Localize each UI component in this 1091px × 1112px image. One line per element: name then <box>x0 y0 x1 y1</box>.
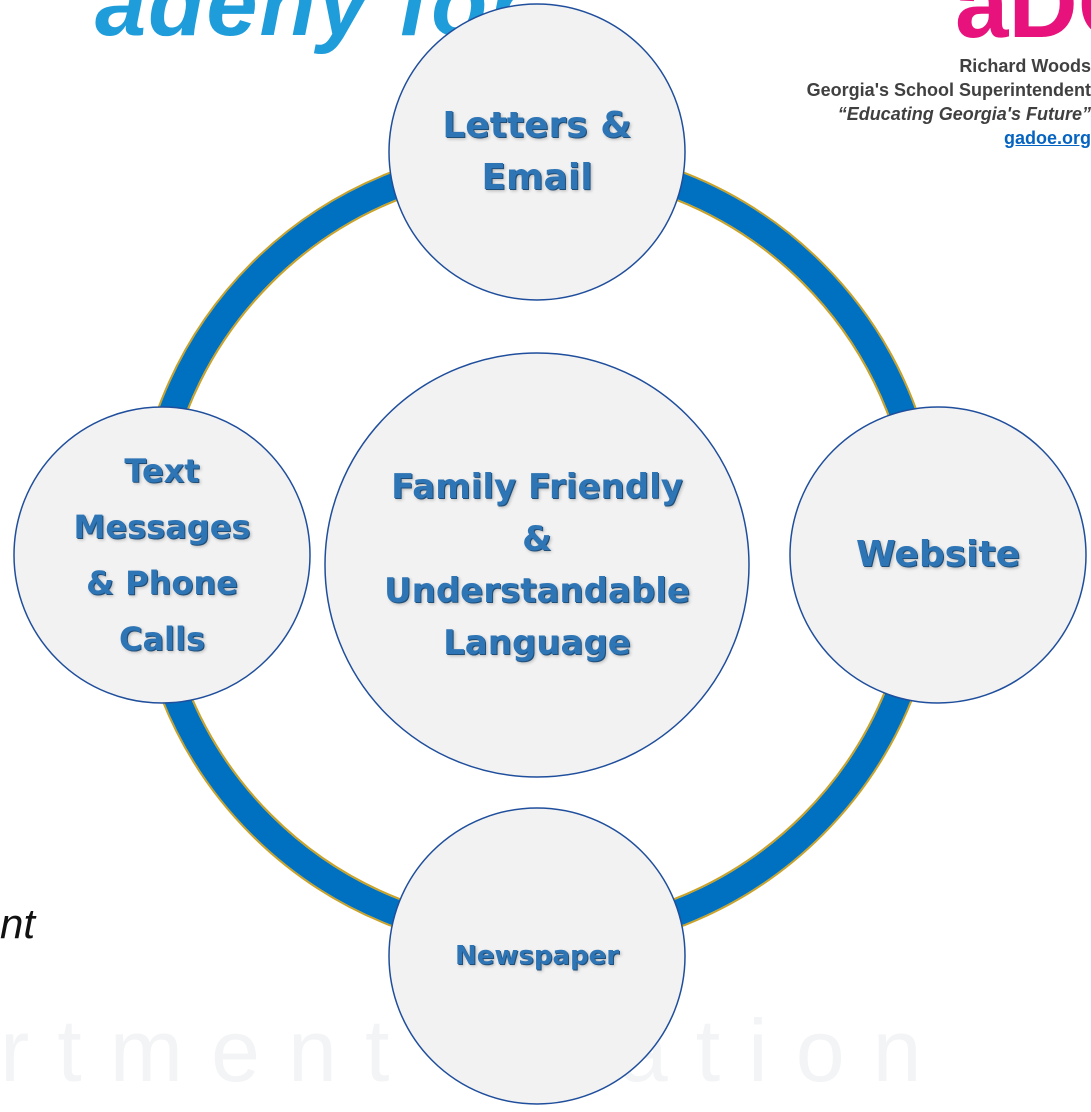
right-node-circle <box>789 406 1087 704</box>
center-node-circle <box>324 352 750 778</box>
left-text-fragment: nt <box>0 900 36 947</box>
bottom-node-circle <box>388 807 686 1105</box>
center-node-label: Family Friendly & Understandable Languag… <box>384 467 690 663</box>
gadoe-logo: aDOE <box>955 0 1091 58</box>
gadoe-link[interactable]: gadoe.org <box>1003 128 1091 148</box>
top-node-label: Letters & Email <box>442 105 632 198</box>
right-node-label: Website <box>855 534 1020 575</box>
left-node-label: Text Messages & Phone Calls <box>73 452 251 658</box>
superintendent-name: Richard Woods <box>959 56 1091 76</box>
left-node-circle <box>13 406 311 704</box>
bottom-node-label: Newspaper <box>454 941 620 971</box>
motto: “Educating Georgia's Future” <box>837 104 1091 124</box>
superintendent-role: Georgia's School Superintendent <box>806 80 1091 100</box>
header-info: Richard Woods Georgia's School Superinte… <box>391 54 1091 150</box>
top-node-circle <box>388 3 686 301</box>
